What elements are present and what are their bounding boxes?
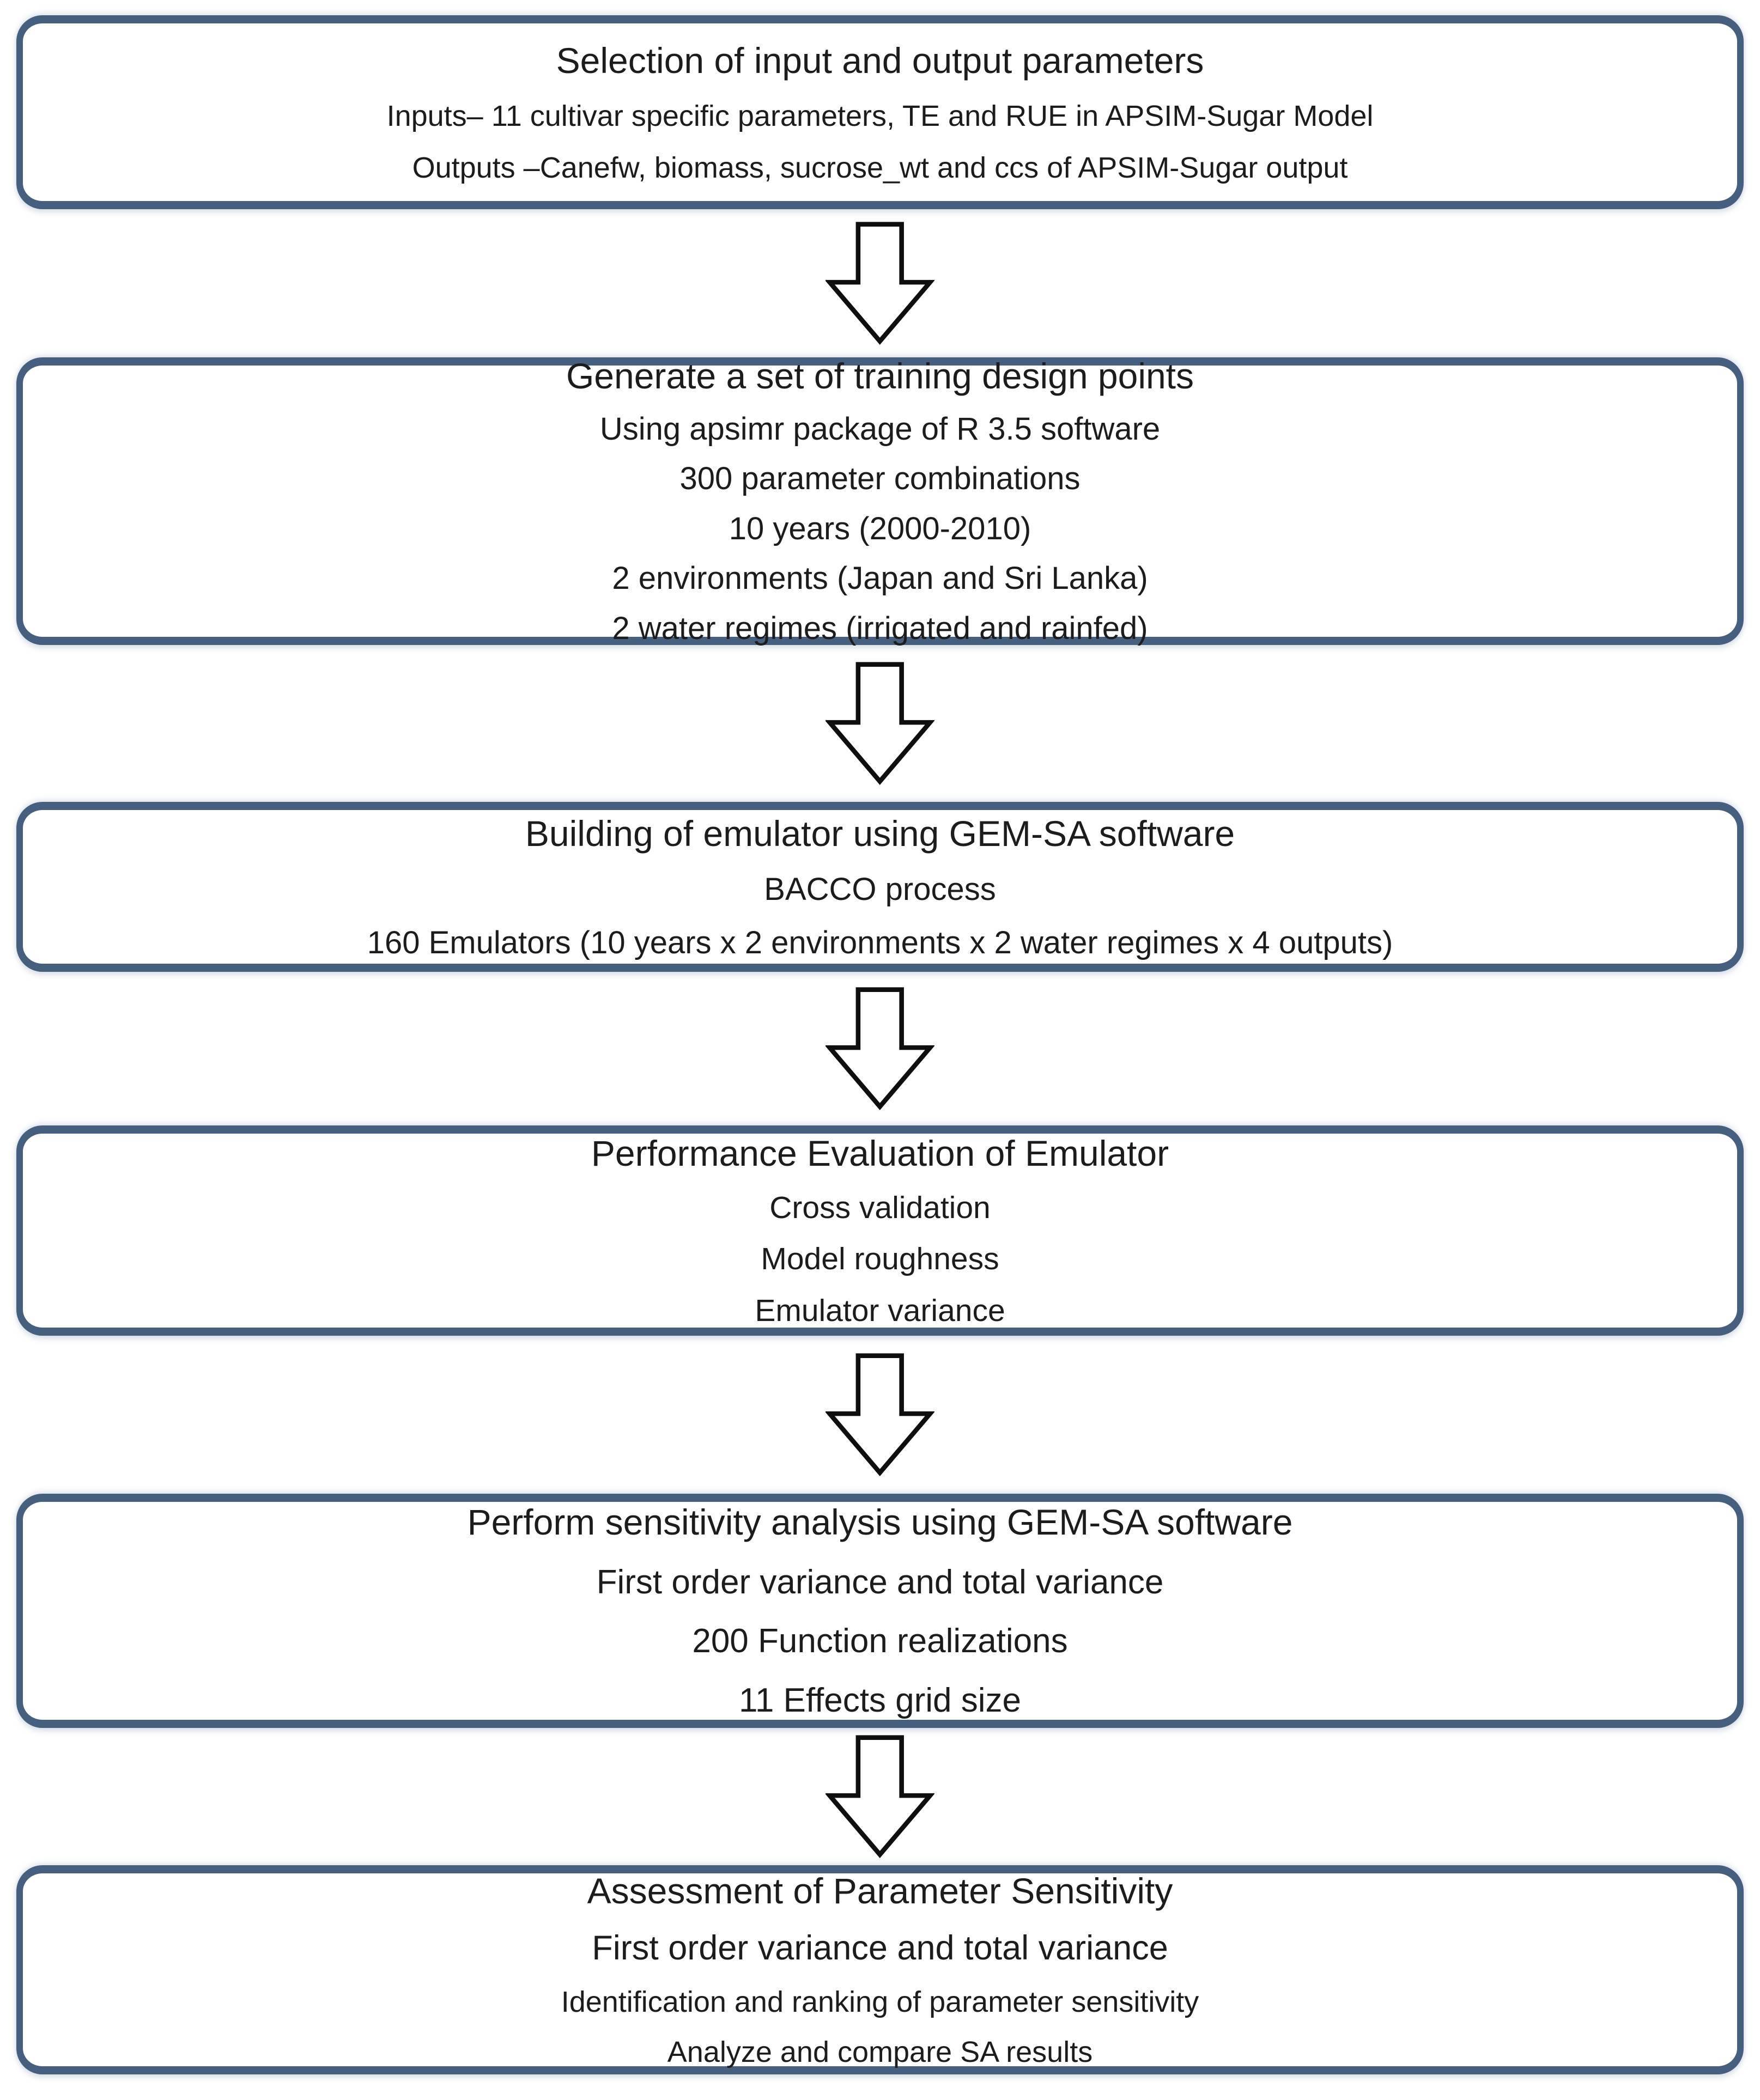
box-line: BACCO process — [764, 872, 996, 907]
box-line: 200 Function realizations — [692, 1622, 1068, 1660]
box-line: Outputs –Canefw, biomass, sucrose_wt and… — [412, 151, 1348, 184]
box-line: 160 Emulators (10 years x 2 environments… — [367, 924, 1393, 960]
down-arrow-icon — [826, 222, 934, 345]
box-line: Analyze and compare SA results — [667, 2036, 1093, 2069]
box-line: Cross validation — [769, 1190, 991, 1226]
down-arrow-icon — [826, 1735, 934, 1858]
box-line: Inputs– 11 cultivar specific parameters,… — [386, 99, 1374, 132]
down-arrow-icon — [826, 1353, 934, 1476]
box-title: Perform sensitivity analysis using GEM-S… — [467, 1501, 1293, 1542]
box-line: First order variance and total variance — [596, 1563, 1164, 1602]
box-line: Model roughness — [761, 1241, 999, 1277]
box-line: 10 years (2000-2010) — [729, 510, 1031, 546]
box-line: 2 environments (Japan and Sri Lanka) — [612, 561, 1148, 596]
box-line: Emulator variance — [755, 1293, 1005, 1328]
connector-1 — [0, 209, 1760, 357]
flow-box-input-output-selection: Selection of input and output parameters… — [16, 15, 1744, 209]
down-arrow-icon — [826, 987, 934, 1110]
box-title: Building of emulator using GEM-SA softwa… — [525, 813, 1235, 854]
box-line: First order variance and total variance — [592, 1929, 1168, 1967]
box-line: 2 water regimes (irrigated and rainfed) — [612, 610, 1148, 646]
connector-2 — [0, 645, 1760, 802]
connector-4 — [0, 1336, 1760, 1494]
box-line: Identification and ranking of parameter … — [561, 1985, 1199, 2018]
box-title: Generate a set of training design points — [566, 356, 1194, 397]
flow-box-emulator-building: Building of emulator using GEM-SA softwa… — [16, 802, 1744, 972]
box-title: Assessment of Parameter Sensitivity — [587, 1870, 1173, 1911]
down-arrow-icon — [826, 662, 934, 785]
connector-3 — [0, 972, 1760, 1125]
flow-box-sensitivity-analysis: Perform sensitivity analysis using GEM-S… — [16, 1494, 1744, 1728]
box-line: 300 parameter combinations — [679, 461, 1081, 497]
box-title: Performance Evaluation of Emulator — [591, 1133, 1169, 1173]
box-line: Using apsimr package of R 3.5 software — [599, 411, 1161, 447]
connector-5 — [0, 1728, 1760, 1865]
flow-box-training-design-points: Generate a set of training design points… — [16, 356, 1744, 646]
flow-box-performance-evaluation: Performance Evaluation of Emulator Cross… — [16, 1125, 1744, 1336]
box-line: 11 Effects grid size — [738, 1681, 1022, 1719]
flow-box-parameter-sensitivity-assessment: Assessment of Parameter Sensitivity Firs… — [16, 1865, 1744, 2074]
box-title: Selection of input and output parameters — [556, 40, 1204, 81]
